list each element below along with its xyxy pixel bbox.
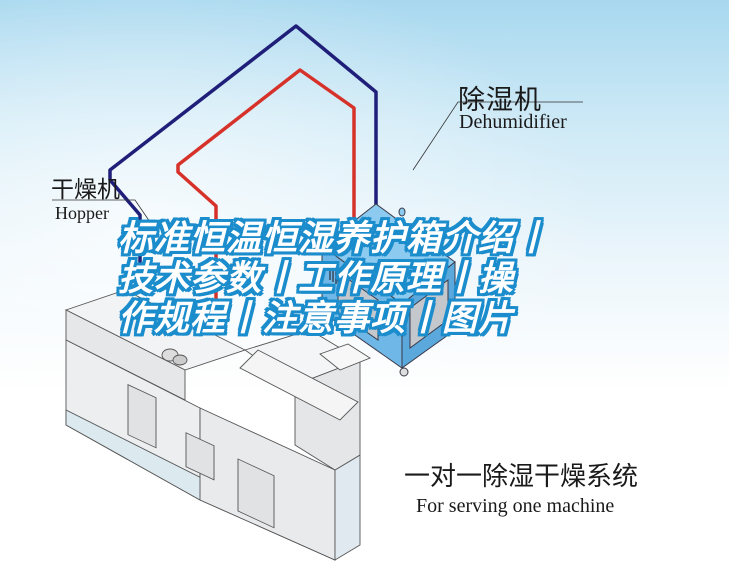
hopper-label-en: Hopper (55, 203, 109, 223)
return-air-pipe (108, 24, 378, 290)
hopper-callout-line (52, 199, 151, 223)
dehumidifier-label-en: Dehumidifier (459, 111, 567, 133)
dehumidifier-callout-line (412, 101, 583, 171)
hopper-label-cn: 干燥机 (51, 177, 120, 203)
title-line-3: 作规程丨注意事项丨图片 (118, 299, 515, 339)
title-line-2: 技术参数丨工作原理丨操 (118, 259, 515, 299)
title-line-1: 标准恒温恒湿养护箱介绍丨 (118, 219, 551, 259)
injection-molding-machine (64, 289, 371, 561)
title-overlay: 标准恒温恒湿养护箱介绍丨 技术参数丨工作原理丨操 作规程丨注意事项丨图片 (118, 219, 628, 339)
system-caption-cn: 一对一除湿干燥系统 (404, 462, 639, 492)
dehumidifier-unit (321, 203, 456, 377)
dehumidifier-label-cn: 除湿机 (458, 85, 542, 116)
supply-air-pipe (176, 68, 356, 300)
system-caption-en: For serving one machine (416, 495, 615, 517)
